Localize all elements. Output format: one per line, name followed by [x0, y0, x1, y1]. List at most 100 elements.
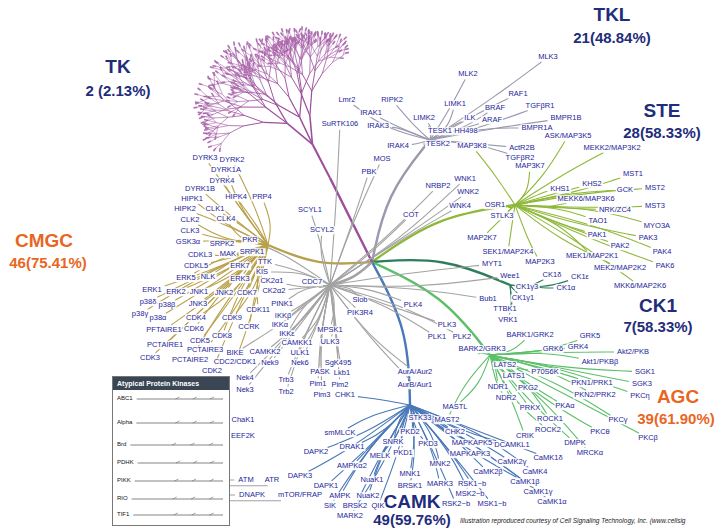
tk-branch [276, 70, 278, 84]
tk-branch [268, 65, 271, 81]
tk-leaf [239, 42, 241, 46]
tk-branch [268, 40, 275, 51]
mini-branch [175, 421, 179, 423]
kinase-name: ULK1 [290, 349, 311, 357]
tk-branch [301, 60, 302, 75]
tk-branch [290, 63, 292, 78]
tk-branch [208, 96, 220, 97]
kinase-name: CaMK2β [472, 468, 503, 476]
tk-leaf [278, 41, 281, 43]
kinase-name: MARK3 [426, 480, 454, 488]
tk-branch [333, 55, 344, 62]
tk-branch [248, 70, 257, 72]
kinase-name: Akt2/PKB [616, 348, 650, 356]
tk-leaf [345, 45, 348, 48]
group-name: CAMK [384, 492, 441, 511]
kinase-name: Pim3 [312, 391, 331, 399]
panel-title: Atypical Protein Kinases [117, 380, 199, 387]
tk-branch [343, 53, 345, 55]
tk-leaf [261, 43, 264, 45]
kinase-name: ERK3 [229, 275, 251, 283]
tk-leaf [235, 72, 239, 74]
family-name: RIO [117, 495, 128, 501]
tk-branch [239, 97, 248, 101]
tk-leaf [203, 122, 206, 125]
tk-leaf [223, 51, 226, 53]
tk-leaf [295, 29, 297, 33]
kinase-name: TESK1 [427, 127, 453, 135]
tk-branch [301, 93, 310, 115]
kinase-name: GCK [616, 186, 634, 194]
tk-branch [265, 79, 278, 84]
tk-leaf [248, 64, 251, 67]
tk-leaf [209, 133, 212, 136]
tk-branch [310, 116, 313, 145]
tk-leaf [314, 40, 317, 43]
kinase-name: DAPK3 [287, 472, 314, 480]
leader-line [230, 480, 234, 481]
kinase-name: Lmr2 [337, 96, 356, 104]
kinase-name: CDC7 [301, 278, 323, 286]
kinase-name: p38γ [131, 310, 149, 318]
tk-leaf [213, 148, 215, 151]
kinase-name: PLK4 [403, 301, 423, 309]
tree-leaf [490, 355, 627, 392]
kinase-name: AurB/Aur1 [397, 381, 434, 389]
kinase-name: CDKL3 [187, 251, 213, 259]
tk-branch [215, 75, 222, 83]
tk-branch [230, 126, 244, 133]
kinase-name: CAMKK2 [249, 348, 282, 356]
tk-leaf [245, 69, 249, 71]
tk-leaf [207, 141, 211, 143]
tree-leaf [249, 285, 330, 385]
tk-branch [257, 57, 260, 66]
mini-branch [172, 443, 176, 445]
tk-branch [335, 49, 345, 51]
kinase-name: PRP4 [251, 193, 273, 201]
tk-leaf [241, 67, 243, 71]
tk-leaf [221, 81, 225, 83]
tk-leaf [284, 40, 286, 44]
tk-leaf [203, 139, 207, 141]
tk-branch [210, 137, 219, 139]
kinase-name: p38β [158, 301, 177, 309]
tk-branch [230, 98, 238, 101]
tk-branch [244, 115, 263, 122]
tk-leaf [242, 59, 244, 63]
mini-branch [174, 513, 178, 515]
tk-branch [283, 32, 287, 43]
tree-leaf [155, 245, 268, 353]
tk-leaf [228, 62, 232, 65]
kinase-name: SCYL1 [297, 206, 323, 214]
tk-leaf [261, 58, 264, 61]
tk-branch [199, 98, 209, 103]
kinase-name: ATM [237, 476, 254, 484]
kinase-name: P70S6K [530, 368, 560, 376]
tk-branch [297, 74, 301, 93]
kinase-name: CAMKK1 [281, 339, 314, 347]
kinase-name: CLK2 [180, 216, 201, 224]
kinase-name: CK2α2 [261, 287, 286, 295]
kinase-name: ActR2B [508, 144, 535, 152]
kinase-name: ATR [264, 476, 280, 484]
tree-leaf [515, 191, 547, 205]
tree-leaf [515, 205, 587, 251]
tk-branch [212, 83, 222, 85]
kinase-name: Pim2 [330, 381, 349, 389]
tk-branch [329, 38, 335, 46]
tk-leaf [206, 132, 209, 134]
tk-leaf [271, 47, 274, 49]
tree-leaf [358, 397, 410, 405]
kinase-name: ERK2 [165, 288, 187, 296]
tk-branch [317, 45, 323, 56]
kinase-name: ILK [463, 114, 476, 122]
kinase-name: ROCK1 [536, 415, 564, 423]
tk-branch [329, 36, 332, 45]
kinase-name: MLK3 [537, 53, 559, 61]
kinase-name: PAK4 [652, 248, 673, 256]
kinase-name: DRAK1 [338, 443, 365, 451]
tk-branch [315, 58, 324, 71]
tk-branch [228, 69, 242, 74]
kinase-name: SRPK1 [239, 248, 266, 256]
kinase-name: RIPK2 [380, 96, 404, 104]
